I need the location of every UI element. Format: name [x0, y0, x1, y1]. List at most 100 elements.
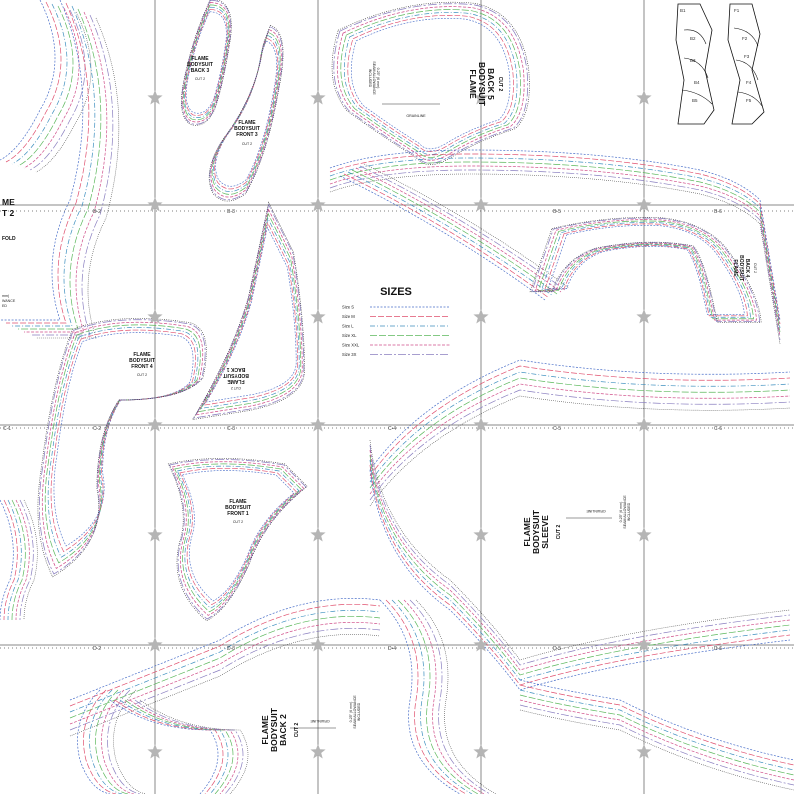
size-outline: [18, 8, 102, 330]
svg-text:BODYSUIT: BODYSUIT: [129, 358, 155, 364]
sizes-legend-row: Size 3X: [342, 352, 450, 357]
thumb-label-f3: F3: [744, 54, 750, 59]
svg-text:BACK 4: BACK 4: [744, 259, 750, 278]
star-mark: [310, 197, 326, 212]
svg-text:FRONT 3: FRONT 3: [236, 132, 258, 138]
size-outline: [531, 217, 761, 322]
piece-sleeve-body: [369, 439, 791, 691]
grainline-back2: GRAINLINE: [290, 719, 336, 729]
star-mark: [147, 197, 163, 212]
star-mark: [473, 417, 489, 432]
piece-front1: [167, 458, 308, 622]
star-mark: [636, 637, 652, 652]
size-outline: [369, 359, 791, 471]
size-outline: [214, 37, 279, 190]
cut-outline: [113, 689, 147, 795]
size-outline: [203, 221, 299, 406]
star-mark: [310, 309, 326, 324]
svg-text:CUT 2: CUT 2: [753, 263, 757, 273]
sizes-title: SIZES: [380, 286, 412, 298]
size-outline: [184, 6, 229, 118]
size-outline: [134, 699, 244, 795]
size-outline: [369, 464, 791, 686]
star-mark: [310, 637, 326, 652]
size-outline: [89, 689, 123, 795]
piece-back2-right: [379, 599, 497, 795]
size-label: Size XXL: [342, 343, 360, 348]
svg-text:mm): mm): [2, 294, 9, 298]
size-outline: [379, 599, 461, 795]
size-outline: [44, 324, 201, 564]
size-outline: [409, 599, 491, 795]
star-mark: [636, 90, 652, 105]
size-outline: [519, 684, 794, 766]
size-outline: [355, 167, 562, 293]
label-back1: FLAME BODYSUIT BACK 1 CUT 2: [223, 366, 249, 390]
svg-text:FLAME: FLAME: [468, 69, 478, 99]
size-outline: [340, 9, 521, 158]
size-outline: [369, 383, 791, 495]
size-outline: [129, 699, 239, 795]
size-outline: [347, 15, 514, 153]
svg-text:FLAME: FLAME: [133, 352, 151, 358]
svg-text:BACK 2: BACK 2: [278, 714, 288, 746]
sizes-legend-row: Size XL: [342, 333, 450, 338]
size-outline: [69, 628, 381, 731]
svg-text:FLAME: FLAME: [522, 517, 532, 547]
thumb-label-f5: F5: [746, 98, 752, 103]
star-mark: [147, 309, 163, 324]
star-mark: [310, 744, 326, 759]
svg-text:GRAINLINE: GRAINLINE: [310, 719, 330, 723]
svg-text:BODYSUIT: BODYSUIT: [225, 505, 251, 511]
star-mark: [636, 527, 652, 542]
svg-text:FLAME: FLAME: [238, 120, 256, 126]
piece-strip-top: [329, 149, 781, 345]
piece-back3: [181, 0, 232, 126]
svg-text:FRONT 1: FRONT 1: [227, 511, 249, 517]
svg-text:FOLD: FOLD: [2, 236, 16, 242]
grainline-sleeve: GRAINLINE: [566, 509, 612, 519]
star-mark: [636, 417, 652, 432]
cut-outline: [529, 217, 762, 323]
star-mark: [473, 527, 489, 542]
svg-text:CUT 2: CUT 2: [195, 77, 205, 81]
size-outline: [77, 689, 111, 795]
tile-marker-label: D-5: [553, 646, 561, 652]
star-mark: [147, 90, 163, 105]
piece-sleeve-top: [369, 359, 791, 507]
seam-note-sleeve: 0.25" (6 mm) SEAM ALLOWANCE INCLUDED: [619, 495, 631, 529]
size-outline: [329, 169, 781, 341]
row-rules: [0, 210, 794, 649]
tile-marker-label: B-5: [553, 209, 561, 215]
label-back5: FLAME BODYSUIT BACK 5 CUT 2: [468, 62, 503, 107]
size-outline: [23, 7, 80, 169]
svg-text:FLAME: FLAME: [191, 56, 209, 62]
star-mark: [310, 527, 326, 542]
piece-back5: [331, 1, 530, 165]
sizes-legend-row: Size L: [342, 324, 450, 329]
cut-outline: [36, 17, 120, 339]
svg-text:BODYSUIT: BODYSUIT: [477, 62, 487, 107]
tile-marker-label: B-3: [227, 209, 235, 215]
size-outline: [333, 3, 529, 164]
piece-back4: [529, 217, 762, 323]
svg-text:CUT 2: CUT 2: [231, 386, 241, 390]
label-front1: FLAME BODYSUIT FRONT 1 CUT 2: [225, 499, 251, 524]
cut-outline: [69, 634, 381, 737]
size-outline: [17, 5, 74, 167]
label-sleeve: FLAME BODYSUIT SLEEVE CUT 2: [522, 509, 562, 554]
cut-outline: [519, 709, 794, 791]
size-outline: [537, 220, 754, 320]
thumb-label-f2: F2: [742, 36, 748, 41]
thumb-label-b3: B3: [690, 58, 696, 63]
registration-stars: [147, 90, 652, 759]
star-mark: [473, 90, 489, 105]
size-outline: [519, 704, 794, 786]
size-outline: [182, 2, 231, 123]
svg-text:CUT 2: CUT 2: [137, 373, 147, 377]
label-back3: FLAME BODYSUIT BACK 3 CUT 2: [187, 56, 213, 81]
svg-text:FLAME: FLAME: [229, 499, 247, 505]
piece-back2-top: [69, 598, 381, 737]
size-outline: [351, 17, 511, 150]
